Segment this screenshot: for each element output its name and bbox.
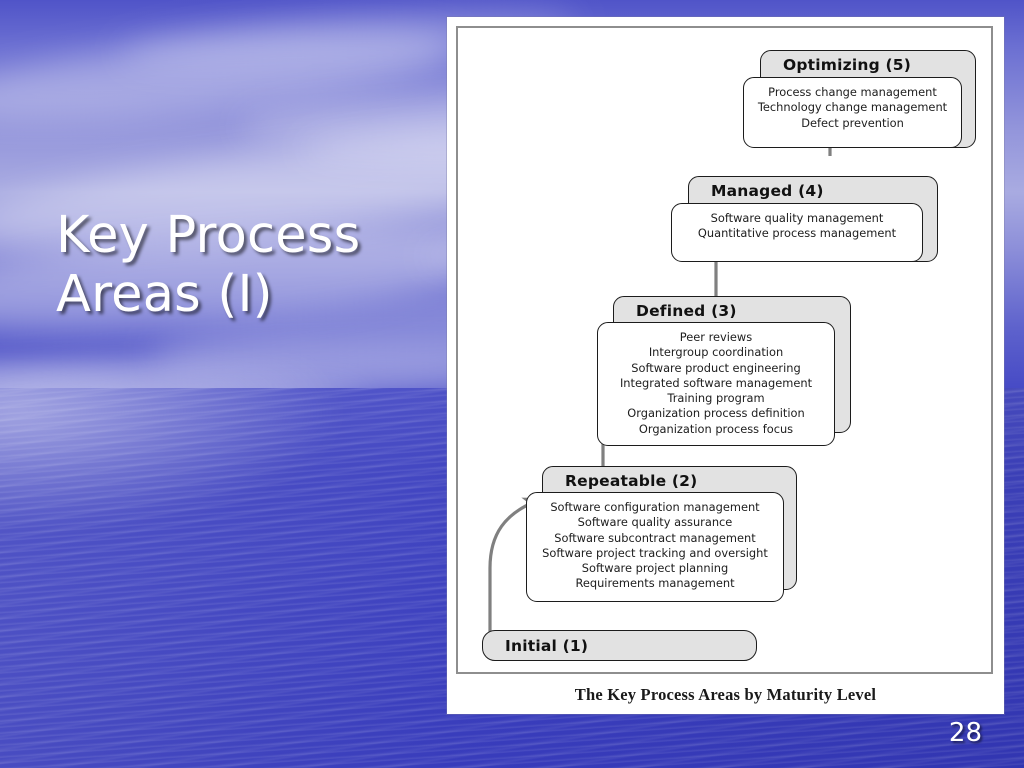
level-defined-kpa-list: Peer reviews Intergroup coordination Sof… (597, 322, 835, 446)
kpa-item: Organization process definition (627, 406, 805, 421)
figure-caption: The Key Process Areas by Maturity Level (574, 685, 877, 704)
kpa-item: Training program (667, 391, 765, 406)
level-managed-kpa-list: Software quality management Quantitative… (671, 203, 923, 262)
kpa-item: Process change management (768, 85, 937, 99)
page-title: Key Process Areas (I) (56, 206, 426, 324)
level-initial-title: Initial (1) (505, 637, 589, 655)
level-optimizing-title: Optimizing (5) (783, 56, 912, 74)
kpa-item: Software quality management (710, 211, 884, 225)
page-title-line-1: Key Process (56, 206, 361, 265)
kpa-item: Software product engineering (631, 360, 801, 375)
kpa-item: Software quality assurance (577, 515, 733, 530)
figure-panel: Optimizing (5) Process change management… (447, 17, 1004, 714)
kpa-item: Organization process focus (638, 421, 794, 436)
kpa-item: Quantitative process management (697, 226, 897, 241)
arrow-initial-to-repeatable (488, 497, 544, 638)
page-title-line-2: Areas (I) (56, 265, 273, 325)
kpa-item: Defect prevention (801, 115, 904, 130)
kpa-item: Intergroup coordination (648, 345, 784, 360)
kpa-item: Software subcontract management (554, 530, 756, 545)
level-initial-header: Initial (1) (482, 630, 757, 661)
kpa-item: Peer reviews (679, 330, 753, 344)
level-repeatable-kpa-list: Software configuration management Softwa… (526, 492, 784, 602)
page-number: 28 (948, 718, 982, 748)
kpa-item: Integrated software management (619, 375, 813, 390)
level-defined-title: Defined (3) (636, 302, 737, 320)
level-managed-title: Managed (4) (711, 182, 824, 200)
sun-glint (0, 360, 340, 530)
kpa-item: Software configuration management (550, 500, 760, 514)
kpa-item: Software project planning (581, 561, 729, 576)
kpa-item: Software project tracking and oversight (542, 545, 768, 560)
figure-frame: Optimizing (5) Process change management… (456, 26, 993, 674)
level-repeatable-title: Repeatable (2) (565, 472, 698, 490)
kpa-item: Requirements management (575, 576, 735, 591)
kpa-item: Technology change management (757, 100, 948, 115)
level-optimizing-kpa-list: Process change management Technology cha… (743, 77, 962, 148)
